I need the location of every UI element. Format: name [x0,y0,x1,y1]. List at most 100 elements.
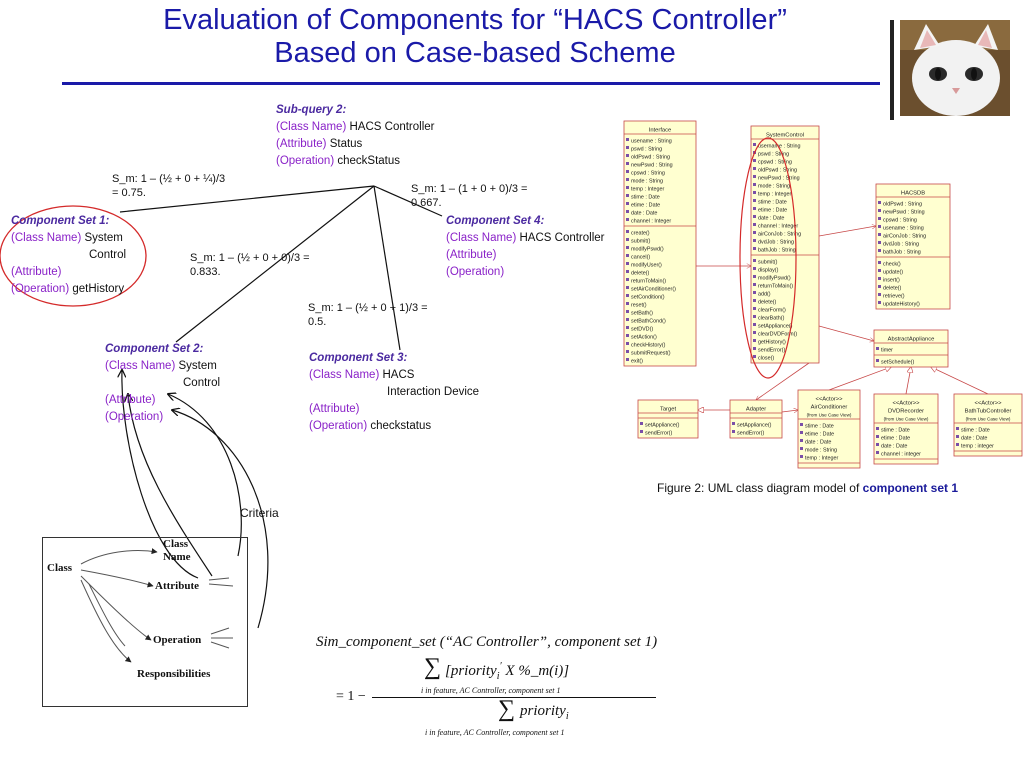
set-1-operation-value: getHistory [72,283,125,295]
component-set-2: Component Set 2: (Class Name) System Con… [105,341,245,426]
title-underline [62,82,880,85]
set-2-class-value-2: Control [183,377,221,389]
uml-systemcontrol-attr-11: airConJob : String [758,232,801,238]
uml-interface-attr-icon-1 [626,146,629,149]
set-2-attribute-tag: (Attribute) [105,394,156,406]
uml-hacsdb-op-2: insert() [883,278,900,284]
uml-hacsdb-attr-icon-3 [878,225,881,228]
uml-interface-op-icon-9 [626,302,629,305]
uml-aircon-attr-2: date : Date [805,440,831,446]
uml-systemcontrol-attr-icon-5 [753,183,756,186]
uml-bath-attr-2: temp : integer [961,444,994,450]
class-concept-class: Class [47,562,73,574]
uml-interface-op-icon-12 [626,326,629,329]
title-line-1: Evaluation of Components for “HACS Contr… [163,4,787,36]
uml-classes: Interface usename : String pswd : String ol… [623,120,1023,469]
uml-interface-op-16: exit() [631,359,643,365]
uml-interface-attr-icon-2 [626,154,629,157]
uml-systemcontrol-attr-0: username : String [758,144,801,150]
uml-hacsdb-op-icon-3 [878,285,881,288]
uml-target-op-icon-1 [640,430,643,433]
uml-systemcontrol-header-0: SystemControl [766,133,804,139]
subquery-heading: Sub-query 2: [276,104,347,116]
uml-interface-op-icon-13 [626,334,629,337]
subquery-attribute-value: Status [329,138,363,150]
white-cat-photo [900,20,1010,116]
set-4-heading: Component Set 4: [446,215,545,227]
uml-interface-op-icon-7 [626,286,629,289]
uml-interface-attr-0: usename : String [631,139,672,145]
uml-systemcontrol-attr-1: pswd : String [758,152,789,158]
uml-systemcontrol-op-2: modifyPswd() [758,276,791,282]
uml-interface-op-5: delete() [631,271,649,277]
uml-hacsdb-attr-0: oldPswd : String [883,202,922,208]
subquery-operation-tag: (Operation) [276,155,335,167]
uml-hacsdb-attr-6: bathJob : String [883,250,921,256]
uml-systemcontrol-op-10: getHistory() [758,340,786,346]
uml-dvd-attr-2: date : Date [881,444,907,450]
photo-frame-bar [890,20,894,120]
uml-systemcontrol-op-icon-5 [753,299,756,302]
uml-abstract-attr-0: timer [881,348,893,354]
uml-interface-op-icon-3 [626,254,629,257]
link-dvd-abstract [905,367,911,395]
set-3-class-value-2: Interaction Device [387,386,480,398]
uml-hacsdb-op-3: delete() [883,286,901,292]
uml-systemcontrol-attr-icon-10 [753,223,756,226]
uml-systemcontrol-op-9: clearDVDForm() [758,332,797,338]
uml-systemcontrol-op-icon-9 [753,331,756,334]
uml-systemcontrol-attr-8: etime : Date [758,208,787,214]
uml-interface-op-6: returnToMain() [631,279,666,285]
uml-hacsdb-attr-5: dvdJob : String [883,242,919,248]
uml-interface-attr-3: newPswd : String [631,163,673,169]
uml-interface-attr-7: stime : Date [631,195,660,201]
title-line-2: Based on Case-based Scheme [274,37,676,69]
denominator-sigma: ∑ [498,696,516,722]
link-systemcontrol-hacsdb [818,226,876,237]
uml-interface-op-13: setAction() [631,335,657,341]
class-concept-box: Class Class Name Attribute Operation Res… [42,537,248,707]
class-concept-name-line-1: Class [163,538,189,550]
uml-systemcontrol-op-8: setAppliance() [758,324,793,330]
uml-systemcontrol-attr-7: stime : Date [758,200,787,206]
uml-dvd-attr-icon-3 [876,451,879,454]
uml-interface-op-10: setBath() [631,311,653,317]
uml-hacsdb-op-icon-2 [878,277,881,280]
uml-hacsdb-op-0: check() [883,262,901,268]
class-concept-operation: Operation [153,634,202,646]
uml-interface-op-icon-15 [626,350,629,353]
uml-interface-header-0: Interface [649,128,672,134]
uml-bath-attr-icon-0 [956,427,959,430]
edge-to-set-4 [373,185,443,217]
set-4-class-tag: (Class Name) [446,232,517,244]
uml-systemcontrol-op-icon-4 [753,291,756,294]
criteria-arrow-4 [172,410,269,629]
uml-aircon-header-2: (from Use Case View) [807,413,852,418]
uml-systemcontrol-attr-13: bathJob : String [758,248,796,254]
uml-dvd-header-0: <<Actor>> [892,401,920,407]
uml-hacsdb-op-icon-0 [878,261,881,264]
uml-dvd-attr-icon-2 [876,443,879,446]
uml-adapter-op-icon-1 [732,430,735,433]
uml-systemcontrol-attr-12: dvdJob : String [758,240,794,246]
criteria-arrow-2 [128,394,213,577]
uml-interface-attr-icon-7 [626,194,629,197]
uml-interface-op-icon-2 [626,246,629,249]
uml-systemcontrol-attr-9: date : Date [758,216,784,222]
uml-interface-op-icon-1 [626,238,629,241]
set-3-heading: Component Set 3: [309,352,408,364]
uml-aircon-header-1: AirConditioner [811,405,848,411]
uml-systemcontrol-op-icon-8 [753,323,756,326]
uml-class-diagram: Interface usename : String pswd : String ol… [623,120,1023,469]
uml-abstract-header-0: AbstractAppliance [888,337,935,343]
figure-caption-text: Figure 2: UML class diagram model of [657,481,863,495]
numerator-prime: ′ [499,661,502,672]
uml-systemcontrol-attr-icon-0 [753,143,756,146]
criteria-label: Criteria [240,506,279,520]
uml-interface-op-icon-4 [626,262,629,265]
uml-interface-op-icon-10 [626,310,629,313]
uml-systemcontrol-op-1: display() [758,268,779,274]
numerator-sub-i: i [496,671,500,682]
